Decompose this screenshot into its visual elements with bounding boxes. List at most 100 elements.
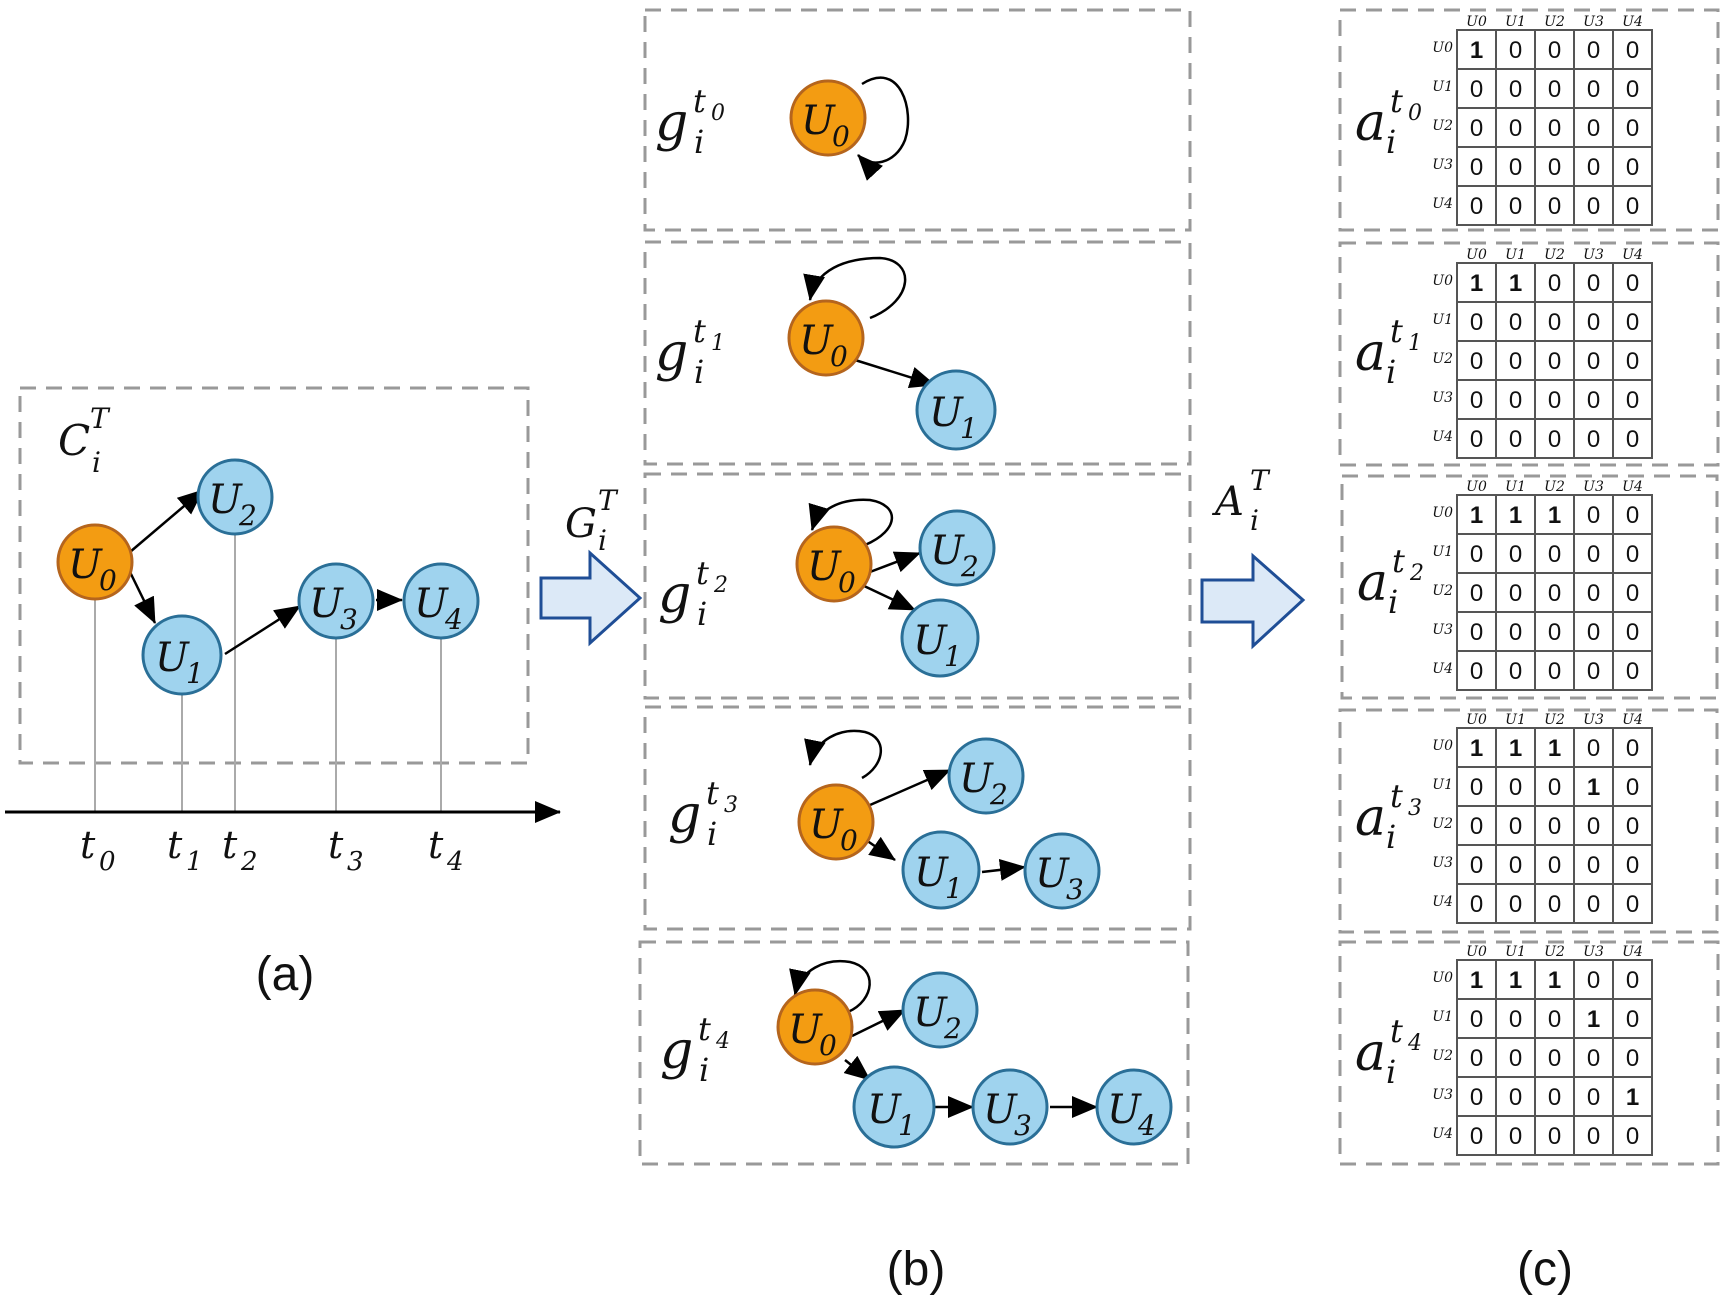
matrix-cell-value: 0 (1548, 309, 1561, 336)
col-header: U2 (1544, 479, 1565, 495)
matrix-cell (1573, 883, 1614, 924)
col-header: U0 (1466, 944, 1487, 960)
svg-text:i: i (1386, 123, 1396, 161)
matrix-cell-value: 0 (1587, 193, 1600, 220)
svg-text:3: 3 (1014, 1109, 1032, 1142)
svg-text:t: t (1390, 1012, 1403, 1050)
matrix-cell-value: 1 (1509, 270, 1522, 297)
matrix-cell-value: 0 (1626, 1006, 1639, 1033)
matrix-cell (1534, 1076, 1575, 1117)
svg-text:2: 2 (713, 573, 728, 598)
matrix-cell (1612, 340, 1653, 381)
matrix-cell (1456, 68, 1497, 109)
matrix-cell (1456, 418, 1497, 459)
col-header: U3 (1583, 479, 1604, 495)
svg-text:1: 1 (960, 412, 978, 445)
row-header: U2 (1432, 351, 1453, 367)
matrix-cell-value: 0 (1548, 387, 1561, 414)
matrix-cell-value: 0 (1626, 967, 1639, 994)
matrix-cell (1573, 68, 1614, 109)
matrix-cell (1534, 68, 1575, 109)
row-header: U0 (1432, 40, 1453, 56)
col-header: U1 (1505, 247, 1526, 263)
graph-t3: U0 U2 U1 U3 (797, 729, 1101, 910)
svg-text:t: t (80, 823, 96, 867)
svg-text:2: 2 (989, 778, 1008, 811)
col-header: U3 (1583, 944, 1604, 960)
matrix-cell (1612, 805, 1653, 846)
matrix-cell-value: 0 (1587, 891, 1600, 918)
row-header: U1 (1432, 79, 1453, 95)
col-header: U0 (1466, 479, 1487, 495)
svg-text:t: t (698, 1010, 711, 1048)
matrix-cell-value: 0 (1548, 813, 1561, 840)
svg-text:3: 3 (1408, 796, 1422, 821)
matrix-cell (1573, 185, 1614, 226)
matrix-cell-value: 0 (1587, 1123, 1600, 1150)
svg-text:2: 2 (943, 1012, 962, 1045)
svg-text:0: 0 (99, 847, 116, 877)
row-header: U2 (1432, 1048, 1453, 1064)
svg-text:U: U (788, 1007, 823, 1053)
svg-text:i: i (694, 353, 704, 391)
svg-text:U: U (929, 390, 964, 436)
matrix-cell-value: 0 (1470, 1084, 1483, 1111)
svg-text:g: g (668, 785, 701, 845)
svg-text:4: 4 (446, 847, 464, 877)
matrix-cell-value: 0 (1626, 1045, 1639, 1072)
col-header: U2 (1544, 712, 1565, 728)
svg-text:U: U (1035, 851, 1070, 897)
matrix-cell-value: 0 (1509, 309, 1522, 336)
panel-a-box-label: C T i (58, 402, 111, 479)
col-header: U0 (1466, 712, 1487, 728)
matrix-cell-value: 0 (1587, 154, 1600, 181)
matrix-cell (1612, 998, 1653, 1039)
matrix-cell (1612, 1037, 1653, 1078)
svg-text:g: g (655, 93, 688, 153)
svg-text:i: i (697, 595, 707, 633)
panel-b-boxes (638, 8, 1192, 1166)
svg-text:i: i (694, 123, 704, 161)
matrix-cell-value: 0 (1587, 426, 1600, 453)
caption-b: (b) (887, 1243, 946, 1296)
svg-text:t: t (1390, 82, 1403, 120)
matrix-cell-value: 0 (1470, 309, 1483, 336)
matrix-cell-value: 0 (1626, 541, 1639, 568)
matrix-cell-value: 0 (1509, 1084, 1522, 1111)
svg-text:i: i (707, 815, 717, 853)
matrix-cell (1612, 418, 1653, 459)
svg-text:U: U (913, 990, 948, 1036)
matrix-cell (1612, 883, 1653, 924)
time-stems (94, 533, 442, 812)
matrix-cell-value: 0 (1509, 658, 1522, 685)
matrix-cell-value: 0 (1470, 580, 1483, 607)
svg-text:t: t (693, 312, 706, 350)
matrix-cell-value: 0 (1470, 193, 1483, 220)
matrix-cell-value: 0 (1626, 348, 1639, 375)
svg-text:1: 1 (898, 1109, 916, 1142)
matrix-cell-value: 0 (1587, 852, 1600, 879)
matrix-cell (1612, 611, 1653, 652)
col-header: U1 (1505, 712, 1526, 728)
matrix-cell-value: 1 (1548, 502, 1561, 529)
matrix-cell (1534, 533, 1575, 574)
svg-text:U: U (807, 544, 842, 590)
matrix-cell (1534, 1115, 1575, 1156)
svg-text:t: t (1392, 542, 1405, 580)
matrix-cell (1534, 650, 1575, 691)
matrix-cell-value: 0 (1548, 426, 1561, 453)
svg-text:t: t (1390, 312, 1403, 350)
matrix-cell (1573, 959, 1614, 1000)
matrix-cell (1573, 262, 1614, 303)
matrix-cell (1534, 844, 1575, 885)
matrix-cell-value: 0 (1587, 270, 1600, 297)
matrix-cell-value: 1 (1470, 735, 1483, 762)
svg-text:G: G (565, 501, 597, 547)
matrix-cell-value: 0 (1509, 774, 1522, 801)
